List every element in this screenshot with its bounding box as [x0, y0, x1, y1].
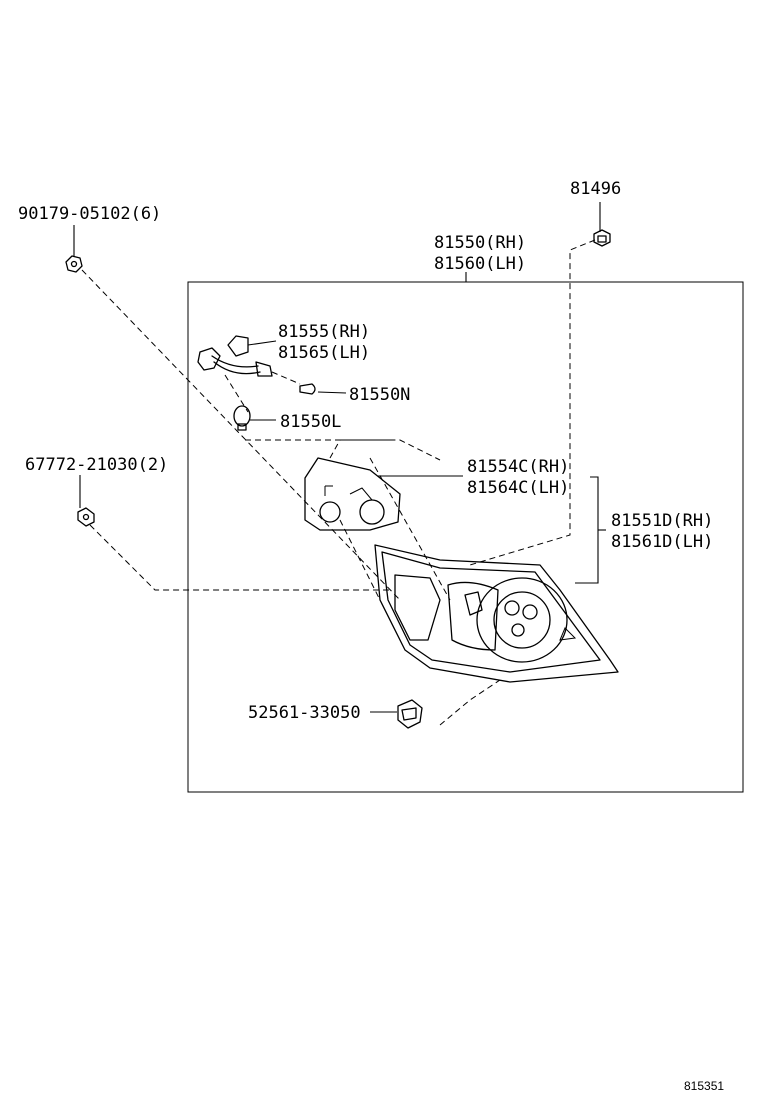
label-assy-rh: 81550(RH) — [434, 233, 526, 253]
label-retainer-bottom: 52561-33050 — [248, 703, 361, 723]
label-clip: 67772-21030(2) — [25, 455, 168, 475]
label-retainer-top: 81496 — [570, 179, 621, 199]
lens-part — [374, 476, 619, 683]
dashed-connectors — [81, 239, 596, 726]
label-gasket-rh: 81554C(RH) — [467, 457, 569, 477]
label-assy-lh: 81560(LH) — [434, 254, 526, 274]
label-gasket-lh: 81564C(LH) — [467, 478, 569, 498]
retainer-bottom-part — [370, 699, 423, 729]
clip-part — [77, 475, 95, 527]
label-screw: 90179-05102(6) — [18, 204, 161, 224]
gasket-part — [304, 457, 463, 531]
label-lens-rh: 81551D(RH) — [611, 511, 713, 531]
label-lens-lh: 81561D(LH) — [611, 532, 713, 552]
retainer-top-part — [593, 202, 611, 247]
diagram-reference-number: 815351 — [684, 1079, 724, 1093]
bulb-l-part — [233, 405, 276, 431]
label-bulb-l: 81550L — [280, 412, 341, 432]
screw-part — [65, 225, 83, 273]
label-socket-rh: 81555(RH) — [278, 322, 370, 342]
label-socket-lh: 81565(LH) — [278, 343, 370, 363]
label-bulb-n: 81550N — [349, 385, 410, 405]
socket-wire-part — [197, 335, 277, 377]
bulb-n-part — [271, 371, 347, 395]
